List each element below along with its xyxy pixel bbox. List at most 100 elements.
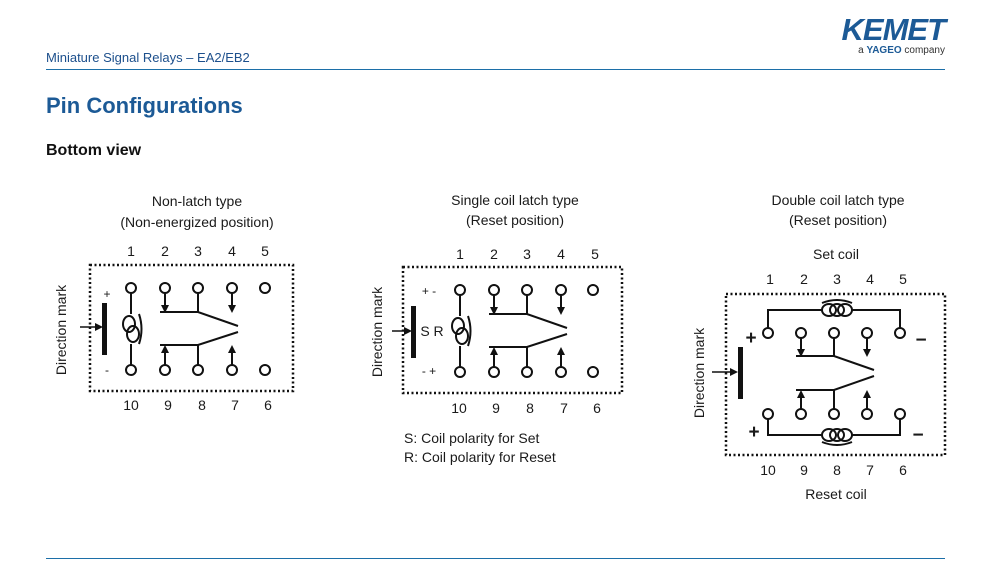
nonlatch-diagram: Non-latch type (Non-energized position) … bbox=[53, 193, 295, 413]
single-note-reset: R: Coil polarity for Reset bbox=[404, 449, 556, 465]
nonlatch-pin-label: 4 bbox=[228, 243, 236, 259]
pin-8 bbox=[828, 408, 840, 420]
nonlatch-pin-label: 10 bbox=[123, 397, 139, 413]
double-outline bbox=[724, 292, 947, 457]
page-title: Pin Configurations bbox=[46, 93, 243, 118]
single-contacts bbox=[489, 295, 568, 367]
pin-7 bbox=[555, 366, 567, 378]
pin-8 bbox=[192, 364, 204, 376]
pin-5 bbox=[894, 327, 906, 339]
single-sr-label: S R bbox=[420, 323, 443, 339]
nonlatch-contacts bbox=[160, 293, 239, 365]
single-pin-label: 10 bbox=[451, 400, 467, 416]
pin-9 bbox=[159, 364, 171, 376]
double-pin-label: 9 bbox=[800, 462, 808, 478]
tagline-prefix: a bbox=[858, 45, 867, 56]
single-title-line2: (Reset position) bbox=[466, 212, 564, 228]
pin-7 bbox=[861, 408, 873, 420]
brand-logo: KEMET a YAGEO company bbox=[842, 14, 946, 56]
pin-10 bbox=[454, 366, 466, 378]
nonlatch-title-line1: Non-latch type bbox=[152, 193, 242, 209]
brand-logo-tagline: a YAGEO company bbox=[842, 45, 945, 56]
double-pin-label: 2 bbox=[800, 271, 808, 287]
nonlatch-plus-sign: + bbox=[103, 287, 110, 301]
pin-2 bbox=[159, 282, 171, 294]
single-title-line1: Single coil latch type bbox=[451, 192, 579, 208]
pin-10 bbox=[125, 364, 137, 376]
nonlatch-direction-bar bbox=[102, 303, 107, 355]
tagline-suffix: company bbox=[901, 45, 945, 56]
pin-3 bbox=[521, 284, 533, 296]
single-note-set: S: Coil polarity for Set bbox=[404, 430, 539, 446]
pin-4 bbox=[861, 327, 873, 339]
double-title-line2: (Reset position) bbox=[789, 212, 887, 228]
double-pin-label: 3 bbox=[833, 271, 841, 287]
double-bottom-pin-labels: 10 9 8 7 6 bbox=[760, 462, 907, 478]
pin-4 bbox=[555, 284, 567, 296]
double-contacts bbox=[796, 338, 875, 409]
double-top-minus: − bbox=[915, 330, 926, 351]
double-set-coil-label: Set coil bbox=[813, 246, 859, 262]
single-bottom-polarity: - + bbox=[422, 364, 436, 378]
double-bottom-minus: − bbox=[912, 425, 923, 446]
double-pin-label: 6 bbox=[899, 462, 907, 478]
nonlatch-direction-mark-label: Direction mark bbox=[53, 284, 69, 375]
single-pin-label: 7 bbox=[560, 400, 568, 416]
single-coil-diagram: Single coil latch type (Reset position) … bbox=[369, 192, 624, 465]
double-reset-coil bbox=[767, 419, 901, 446]
pin-3 bbox=[192, 282, 204, 294]
single-pin-label: 8 bbox=[526, 400, 534, 416]
pin-6 bbox=[259, 364, 271, 376]
nonlatch-pin-label: 8 bbox=[198, 397, 206, 413]
pin-6 bbox=[894, 408, 906, 420]
pin-8 bbox=[521, 366, 533, 378]
pin-10 bbox=[762, 408, 774, 420]
nonlatch-pin-label: 6 bbox=[264, 397, 272, 413]
single-direction-mark-label: Direction mark bbox=[369, 286, 385, 377]
double-coil-diagram: Double coil latch type (Reset position) … bbox=[691, 192, 947, 502]
footer-divider bbox=[46, 558, 945, 559]
nonlatch-pin-label: 2 bbox=[161, 243, 169, 259]
single-pin-label: 4 bbox=[557, 246, 565, 262]
nonlatch-pin-label: 1 bbox=[127, 243, 135, 259]
single-top-pin-labels: 1 2 3 4 5 bbox=[456, 246, 599, 262]
double-top-plus: + bbox=[745, 328, 756, 349]
single-pin-label: 3 bbox=[523, 246, 531, 262]
pin-3 bbox=[828, 327, 840, 339]
nonlatch-bottom-pin-labels: 10 9 8 7 6 bbox=[123, 397, 272, 413]
single-pin-label: 1 bbox=[456, 246, 464, 262]
pin-1 bbox=[762, 327, 774, 339]
pin-1 bbox=[125, 282, 137, 294]
nonlatch-pin-label: 3 bbox=[194, 243, 202, 259]
pin-5 bbox=[587, 284, 599, 296]
double-direction-bar bbox=[738, 347, 743, 399]
single-bottom-pin-labels: 10 9 8 7 6 bbox=[451, 400, 601, 416]
pin-9 bbox=[795, 408, 807, 420]
pin-2 bbox=[488, 284, 500, 296]
section-title: Bottom view bbox=[46, 142, 142, 159]
single-top-polarity: + - bbox=[422, 284, 436, 298]
brand-logo-wordmark: KEMET bbox=[841, 12, 946, 47]
double-pin-label: 1 bbox=[766, 271, 774, 287]
double-pin-label: 7 bbox=[866, 462, 874, 478]
single-pin-label: 9 bbox=[492, 400, 500, 416]
nonlatch-pin-label: 5 bbox=[261, 243, 269, 259]
single-coil bbox=[451, 295, 472, 367]
pin-2 bbox=[795, 327, 807, 339]
nonlatch-pin-label: 7 bbox=[231, 397, 239, 413]
double-top-pin-labels: 1 2 3 4 5 bbox=[766, 271, 907, 287]
nonlatch-outline bbox=[88, 263, 295, 393]
pin-6 bbox=[587, 366, 599, 378]
double-direction-mark-label: Direction mark bbox=[691, 327, 707, 418]
nonlatch-pin-label: 9 bbox=[164, 397, 172, 413]
double-title-line1: Double coil latch type bbox=[771, 192, 904, 208]
pin-7 bbox=[226, 364, 238, 376]
double-pin-label: 4 bbox=[866, 271, 874, 287]
double-reset-coil-label: Reset coil bbox=[805, 486, 866, 502]
nonlatch-title-line2: (Non-energized position) bbox=[120, 214, 273, 230]
double-pin-label: 8 bbox=[833, 462, 841, 478]
pin-9 bbox=[488, 366, 500, 378]
single-direction-bar bbox=[411, 306, 416, 358]
header-divider bbox=[46, 69, 945, 70]
